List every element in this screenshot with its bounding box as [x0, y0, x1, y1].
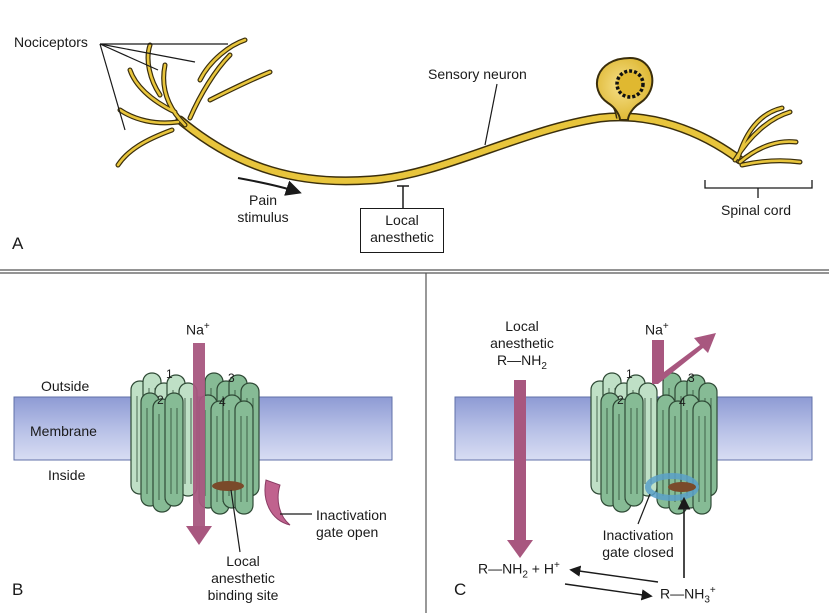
- panel-c-letter: C: [454, 580, 467, 599]
- eq-right-sub: 3: [704, 594, 710, 606]
- binding-site-label: Local anesthetic binding site: [198, 553, 288, 604]
- site-line-2: anesthetic: [211, 570, 275, 586]
- pain-stimulus-arrow-icon: [237, 177, 302, 196]
- segment-4-b: 4: [219, 395, 226, 409]
- na-label-c: Na+: [645, 318, 669, 339]
- panel-b-channel-open: [13, 343, 393, 553]
- local-line-2: anesthetic: [370, 229, 434, 245]
- pain-line-2: stimulus: [237, 209, 289, 225]
- local-line-1: Local: [385, 212, 419, 228]
- na-blocked-arrow-icon: [652, 333, 716, 384]
- na-text-b: Na: [186, 321, 204, 338]
- gate-closed-label: Inactivation gate closed: [588, 527, 688, 561]
- pain-line-1: Pain: [248, 192, 278, 208]
- inside-label: Inside: [48, 467, 86, 483]
- pain-stimulus-label: Pain stimulus: [228, 192, 298, 226]
- drug-formula: R—NH: [497, 352, 542, 368]
- panel-b-letter: B: [12, 580, 24, 599]
- nociceptors-label: Nociceptors: [14, 34, 88, 50]
- eq-left-b: + H: [527, 560, 554, 577]
- gate-closed-line-2: gate closed: [602, 544, 674, 560]
- gate-closed-line-1: Inactivation: [602, 527, 674, 543]
- segment-3-b: 3: [228, 371, 235, 385]
- nociceptor-branches: [115, 37, 273, 168]
- gate-open-line-1: Inactivation: [316, 507, 387, 523]
- segment-1-b: 1: [166, 367, 173, 381]
- outside-label: Outside: [41, 378, 90, 394]
- eq-right-a: R—NH: [660, 585, 705, 602]
- segment-1-c: 1: [626, 367, 633, 381]
- eq-left-sub: 2: [522, 569, 528, 581]
- equilibrium-right: R—NH3+: [660, 582, 716, 608]
- equilibrium-forward-arrow: [564, 583, 653, 601]
- sensory-neuron-diagram: [99, 37, 813, 208]
- panel-c-channel-blocked: [454, 333, 813, 601]
- eq-right-sup: +: [709, 585, 716, 596]
- na-influx-arrow-icon: [193, 343, 205, 528]
- gate-open-label: Inactivation gate open: [316, 507, 387, 541]
- sodium-channel-icon-c: [590, 372, 718, 515]
- nucleus: [615, 69, 645, 99]
- local-anesthetic-box: Local anesthetic: [360, 208, 444, 253]
- segment-3-c: 3: [688, 371, 695, 385]
- na-sup-b: +: [203, 321, 210, 332]
- drug-formula-sub: 2: [541, 360, 547, 372]
- inactivation-gate-open-icon: [264, 479, 291, 526]
- drug-line-1: Local: [505, 318, 539, 334]
- sodium-channel-icon: [130, 372, 260, 515]
- drug-line-2: anesthetic: [490, 335, 554, 351]
- na-text-c: Na: [645, 321, 663, 338]
- site-line-3: binding site: [207, 587, 279, 603]
- drug-diffusion-arrow-icon: [514, 380, 526, 542]
- spinal-cord-bracket: [704, 180, 813, 198]
- segment-2-b: 2: [157, 393, 164, 407]
- equilibrium-reverse-arrow: [569, 565, 659, 583]
- spinal-cord-label: Spinal cord: [721, 202, 792, 218]
- site-line-1: Local: [226, 553, 260, 569]
- equilibrium-left: R—NH2 + H+: [478, 557, 560, 583]
- bound-drug-marker: [668, 482, 696, 492]
- membrane-label: Membrane: [30, 423, 97, 439]
- na-label-b: Na+: [186, 318, 210, 339]
- eq-left-sup: +: [553, 560, 560, 571]
- segment-4-c: 4: [679, 395, 686, 409]
- gate-open-line-2: gate open: [316, 524, 379, 540]
- na-sup-c: +: [662, 321, 669, 332]
- drug-label: Local anesthetic R—NH2: [482, 318, 562, 375]
- panel-a-letter: A: [12, 234, 24, 253]
- segment-2-c: 2: [617, 393, 624, 407]
- eq-left-a: R—NH: [478, 560, 523, 577]
- sensory-neuron-label: Sensory neuron: [428, 66, 527, 82]
- drug-line-3: R—NH2: [482, 352, 562, 375]
- binding-site-marker: [212, 481, 244, 491]
